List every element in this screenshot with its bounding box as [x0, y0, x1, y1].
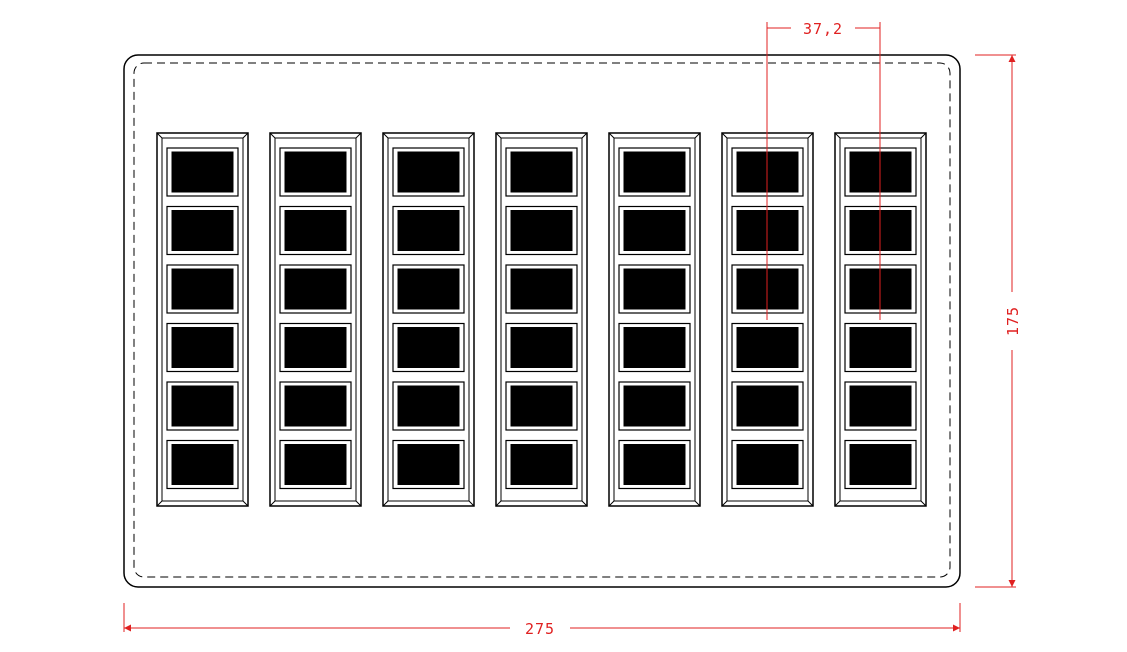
bevel-line	[269, 132, 276, 139]
bevel-line	[355, 132, 362, 139]
key-cap	[284, 151, 347, 193]
key-cap	[171, 268, 234, 310]
bevel-line	[468, 500, 475, 507]
bevel-line	[608, 500, 615, 507]
bevel-line	[834, 500, 841, 507]
key-cap	[736, 444, 799, 485]
key-cap	[397, 210, 460, 251]
bevel-line	[269, 500, 276, 507]
key-cap	[623, 444, 686, 485]
key-column	[495, 132, 588, 507]
pitch-dimension-label: 37,2	[803, 20, 843, 38]
key-cap	[397, 151, 460, 193]
bevel-line	[156, 132, 163, 139]
bevel-line	[382, 500, 389, 507]
key-cap	[171, 444, 234, 485]
key-cap	[623, 210, 686, 251]
bevel-line	[694, 500, 701, 507]
key-cap	[284, 385, 347, 427]
column-frame-inner	[613, 137, 696, 502]
column-frame-inner	[500, 137, 583, 502]
key-cap	[510, 385, 573, 427]
bevel-line	[834, 132, 841, 139]
key-cap	[284, 268, 347, 310]
key-cap	[397, 268, 460, 310]
bevel-line	[807, 132, 814, 139]
bevel-line	[468, 132, 475, 139]
bevel-line	[495, 500, 502, 507]
key-cap	[171, 385, 234, 427]
key-cap	[623, 327, 686, 368]
key-cap	[623, 385, 686, 427]
key-cap	[397, 444, 460, 485]
bevel-line	[581, 132, 588, 139]
height-dimension-label: 175	[1004, 306, 1022, 336]
key-cap	[397, 385, 460, 427]
key-cap	[849, 327, 912, 368]
key-cap	[623, 151, 686, 193]
key-cap	[510, 151, 573, 193]
key-cap	[284, 210, 347, 251]
bevel-line	[355, 500, 362, 507]
key-cap	[284, 327, 347, 368]
bevel-line	[920, 500, 927, 507]
bevel-line	[242, 500, 249, 507]
key-cap	[510, 444, 573, 485]
dimension-pitch: 37,2	[766, 20, 881, 320]
key-column	[156, 132, 249, 507]
column-frame-inner	[274, 137, 357, 502]
key-column	[608, 132, 701, 507]
key-columns	[156, 132, 927, 507]
bevel-line	[807, 500, 814, 507]
key-cap	[510, 327, 573, 368]
dimension-height: 175	[975, 54, 1022, 588]
bevel-line	[495, 132, 502, 139]
key-cap	[510, 210, 573, 251]
key-column	[269, 132, 362, 507]
key-cap	[284, 444, 347, 485]
key-cap	[736, 385, 799, 427]
key-cap	[623, 268, 686, 310]
dimension-width: 275	[123, 603, 961, 638]
panel-inner-dashed-border	[133, 62, 951, 578]
bevel-line	[156, 500, 163, 507]
width-dimension-label: 275	[525, 620, 555, 638]
bevel-line	[581, 500, 588, 507]
bevel-line	[721, 132, 728, 139]
bevel-line	[382, 132, 389, 139]
bevel-line	[694, 132, 701, 139]
key-cap	[171, 210, 234, 251]
key-cap	[397, 327, 460, 368]
bevel-line	[920, 132, 927, 139]
key-cap	[736, 327, 799, 368]
column-frame-inner	[161, 137, 244, 502]
bevel-line	[721, 500, 728, 507]
key-cap	[171, 151, 234, 193]
key-cap	[510, 268, 573, 310]
key-column	[382, 132, 475, 507]
column-frame-inner	[387, 137, 470, 502]
key-cap	[849, 444, 912, 485]
key-cap	[171, 327, 234, 368]
key-cap	[849, 385, 912, 427]
bevel-line	[242, 132, 249, 139]
bevel-line	[608, 132, 615, 139]
